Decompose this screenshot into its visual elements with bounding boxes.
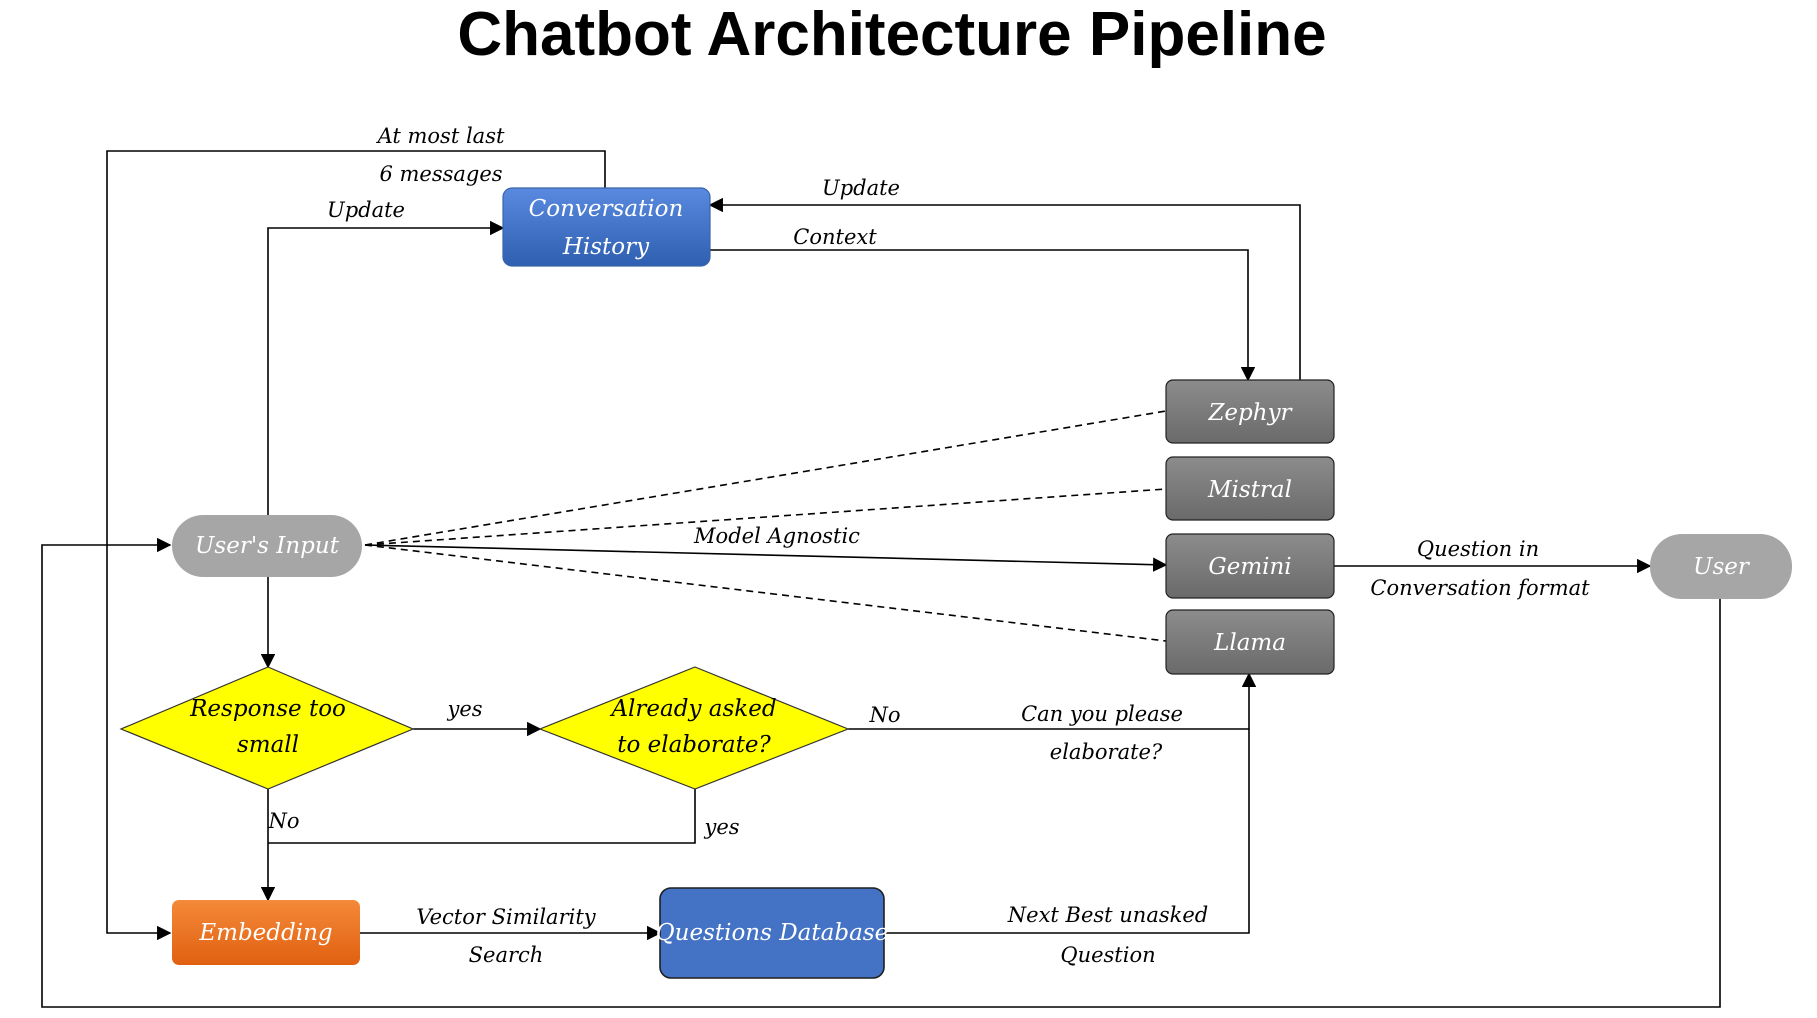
response-too-small-label-2: small xyxy=(237,732,299,758)
label-vector-2: Search xyxy=(469,943,544,967)
response-too-small-decision: Response too small xyxy=(119,666,415,790)
gemini-label: Gemini xyxy=(1208,554,1291,580)
label-next-best-2: Question xyxy=(1060,943,1155,967)
edge-zephyr-to-history xyxy=(708,197,1301,380)
mistral-label: Mistral xyxy=(1207,477,1292,503)
label-vector-1: Vector Similarity xyxy=(416,905,596,929)
edge-history-to-zephyr xyxy=(710,249,1256,382)
label-can-you-1: Can you please xyxy=(1021,702,1183,726)
label-update-left: Update xyxy=(327,198,405,222)
page-title: Chatbot Architecture Pipeline xyxy=(457,0,1326,69)
conversation-history-node: Conversation History xyxy=(502,187,711,267)
label-no-right: No xyxy=(868,703,900,727)
conversation-history-label-2: History xyxy=(562,234,650,260)
edge-input-to-mistral xyxy=(364,488,1167,546)
label-yes-top: yes xyxy=(446,697,482,721)
response-too-small-label-1: Response too xyxy=(189,696,346,722)
questions-database-label: Questions Database xyxy=(656,920,888,946)
label-yes-bottom: yes xyxy=(703,815,739,839)
embedding-node: Embedding xyxy=(172,900,360,965)
llama-node: Llama xyxy=(1165,609,1335,675)
user-node: User xyxy=(1650,534,1792,599)
edge-history-to-embedding xyxy=(106,150,606,941)
edge-input-to-llama xyxy=(364,544,1167,642)
edge-input-to-gemini xyxy=(364,544,1168,572)
edge-decision2-to-embedding xyxy=(268,789,696,844)
edge-input-to-history xyxy=(267,220,505,515)
label-update-right: Update xyxy=(822,176,900,200)
label-at-most-2: 6 messages xyxy=(379,162,502,186)
users-input-node: User's Input xyxy=(172,515,362,577)
edge-db-to-llama xyxy=(884,729,1250,934)
mistral-node: Mistral xyxy=(1165,456,1335,521)
zephyr-label: Zephyr xyxy=(1207,400,1293,426)
edge-input-to-zephyr xyxy=(364,410,1167,546)
label-question-in-2: Conversation format xyxy=(1370,576,1590,600)
label-model-agnostic: Model Agnostic xyxy=(693,524,860,548)
label-context: Context xyxy=(793,225,877,249)
zephyr-node: Zephyr xyxy=(1165,379,1335,444)
label-next-best-1: Next Best unasked xyxy=(1007,903,1208,927)
edge-user-to-input xyxy=(41,537,1721,1008)
already-asked-decision: Already asked to elaborate? xyxy=(538,666,850,790)
embedding-label: Embedding xyxy=(198,920,332,946)
already-asked-label-1: Already asked xyxy=(609,696,776,722)
gemini-node: Gemini xyxy=(1165,533,1335,599)
label-at-most-1: At most last xyxy=(376,124,505,148)
questions-database-node: Questions Database xyxy=(656,887,888,979)
label-question-in-1: Question in xyxy=(1417,537,1539,561)
already-asked-label-2: to elaborate? xyxy=(617,732,771,758)
users-input-label: User's Input xyxy=(195,533,340,559)
label-no-bottom: No xyxy=(267,809,299,833)
llama-label: Llama xyxy=(1213,630,1286,656)
user-label: User xyxy=(1693,554,1751,580)
label-can-you-2: elaborate? xyxy=(1050,740,1163,764)
conversation-history-label-1: Conversation xyxy=(529,196,684,222)
